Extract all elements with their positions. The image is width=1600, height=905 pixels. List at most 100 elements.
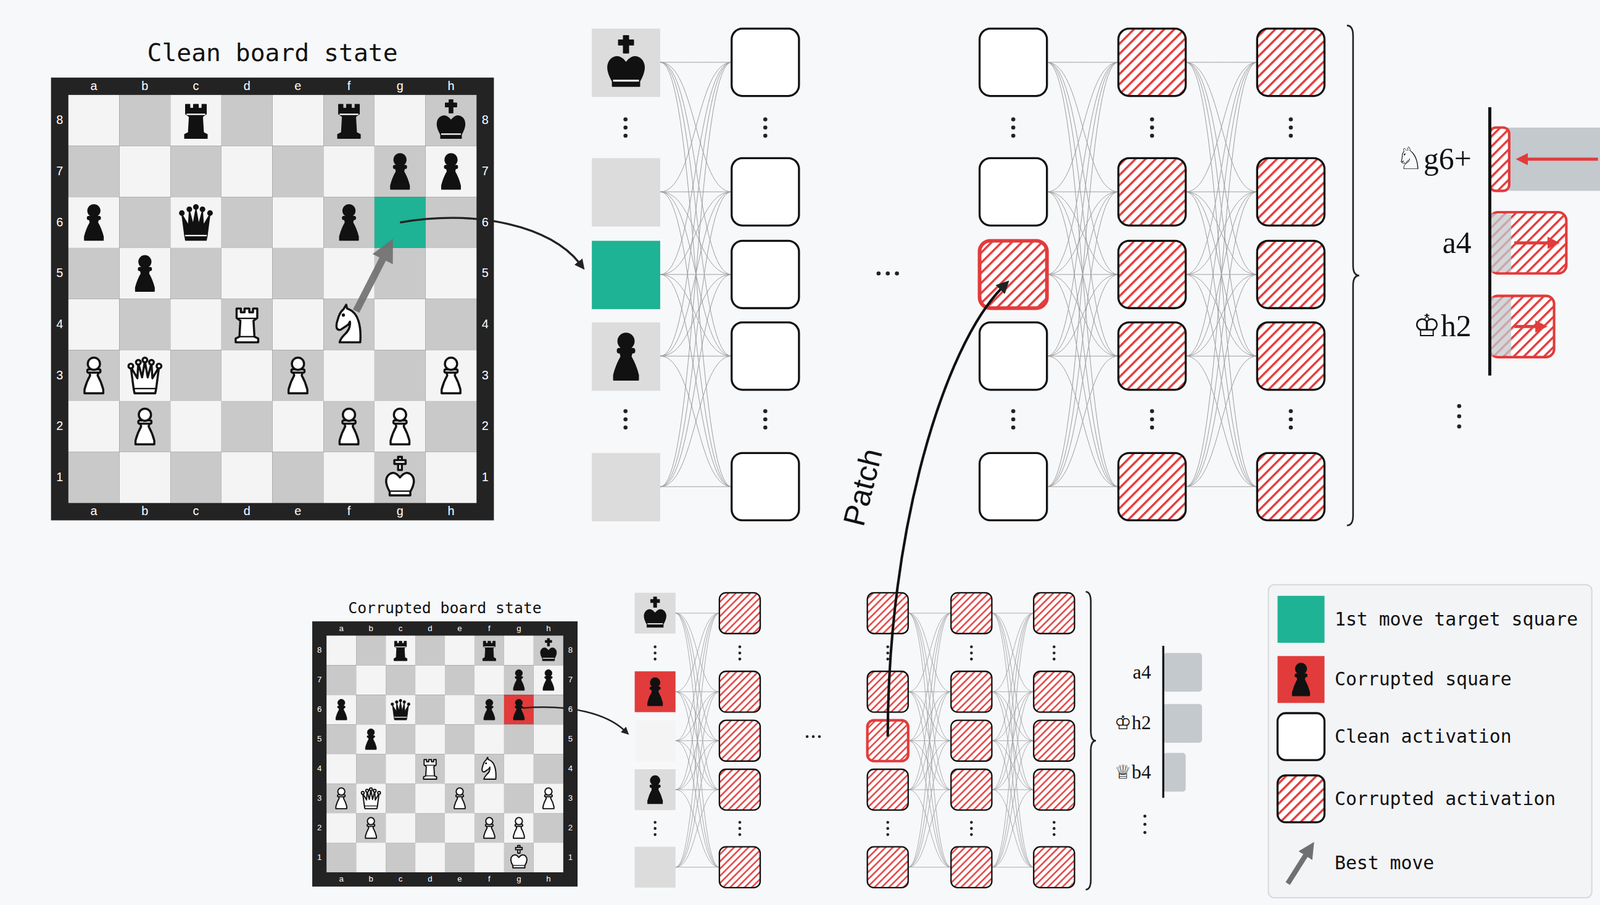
board-square	[323, 299, 375, 351]
board-coordinate: 8	[481, 114, 489, 127]
board-coordinate: h	[546, 624, 551, 633]
weight-line	[660, 486, 732, 487]
board-square	[356, 842, 386, 873]
piece-shape	[543, 796, 555, 809]
board-coordinate: 8	[56, 114, 63, 127]
piece-detail	[237, 317, 257, 320]
chess-piece	[390, 408, 410, 445]
weight-line	[908, 613, 951, 692]
corrupted-activation	[1256, 452, 1325, 521]
weight-line	[660, 191, 732, 487]
input-token	[591, 322, 661, 392]
weight-line	[675, 789, 720, 868]
weight-line	[1047, 62, 1119, 487]
board-coordinate: g	[516, 624, 521, 633]
chess-piece	[335, 787, 347, 809]
weight-line	[1185, 356, 1258, 357]
piece-shape	[644, 609, 666, 627]
logit-bar	[1489, 297, 1512, 356]
ellipsis-dot	[1150, 425, 1155, 431]
piece-shape	[545, 640, 553, 643]
piece-shape	[377, 791, 381, 795]
piece-shape	[485, 817, 493, 825]
ellipsis-dot	[623, 117, 628, 122]
piece-shape	[138, 255, 152, 268]
board-square	[533, 813, 564, 843]
weight-line	[660, 62, 732, 487]
board-square	[170, 95, 222, 147]
weight-line	[1185, 356, 1258, 487]
weight-line	[1047, 191, 1119, 275]
board-square	[356, 754, 386, 784]
weight-line	[991, 691, 1034, 741]
weight-line	[1185, 191, 1258, 487]
corrupted-activation	[719, 671, 761, 713]
ellipsis-dot	[763, 125, 768, 130]
board-panel: Corrupted board state	[312, 599, 578, 887]
weight-line	[991, 613, 1034, 692]
piece-shape	[515, 847, 523, 851]
weight-line	[1047, 191, 1119, 487]
ellipsis-dot	[763, 409, 768, 414]
chess-piece	[365, 817, 377, 839]
chess-piece	[288, 357, 308, 394]
brace	[1086, 591, 1097, 890]
board-coordinate: 2	[568, 823, 573, 832]
board-coordinate: d	[243, 505, 251, 518]
board-square	[68, 248, 120, 300]
ellipsis-dot	[1456, 424, 1462, 429]
board-square	[504, 665, 534, 695]
ellipsis-dot	[763, 417, 768, 422]
legend-panel	[1268, 584, 1592, 899]
ellipsis-dot	[1143, 815, 1147, 819]
chess-piece	[543, 787, 555, 809]
legend-color	[1277, 596, 1325, 643]
piece-detail	[339, 113, 358, 115]
board-square	[323, 146, 375, 198]
piece-detail	[613, 79, 640, 82]
board-square	[385, 694, 416, 725]
ellipsis-dot	[763, 133, 768, 139]
board-coordinate: f	[347, 80, 352, 93]
piece-shape	[399, 699, 402, 702]
ellipsis-dot	[876, 271, 882, 276]
piece-shape	[647, 689, 663, 706]
ellipsis-dot	[1289, 117, 1294, 122]
weight-line	[1047, 62, 1119, 192]
weight-line	[1047, 274, 1119, 487]
weight-line	[1185, 62, 1258, 275]
board-square	[415, 813, 445, 843]
board-coordinate: 1	[568, 853, 573, 862]
corrupted-activation	[867, 769, 909, 811]
board-square	[533, 635, 564, 666]
chess-piece	[365, 728, 377, 750]
weight-line	[991, 691, 1034, 867]
weight-line	[908, 612, 951, 614]
board-square	[323, 196, 375, 249]
piece-shape	[455, 787, 463, 795]
piece-detail	[484, 762, 487, 765]
ellipsis-dot	[969, 645, 974, 649]
chess-piece	[390, 153, 410, 190]
board-panel: Clean board state	[51, 38, 495, 521]
piece-shape	[647, 786, 663, 804]
weight-line	[660, 62, 732, 275]
weight-line	[675, 613, 720, 868]
ellipsis-dot	[886, 821, 890, 825]
board-square	[415, 754, 445, 784]
board-square	[272, 248, 324, 300]
weight-line	[908, 691, 951, 741]
logit-bar	[1163, 704, 1203, 743]
board-square	[444, 665, 475, 695]
weight-line	[908, 613, 951, 790]
board-square	[474, 694, 505, 725]
ellipsis-dot	[1011, 125, 1016, 130]
corrupted-activation	[1033, 847, 1075, 888]
piece-shape	[365, 737, 377, 750]
weight-lines	[1185, 62, 1258, 487]
piece-shape	[184, 104, 208, 139]
weight-line	[675, 613, 720, 868]
weight-line	[908, 613, 951, 742]
piece-shape	[445, 103, 457, 107]
weight-line	[991, 613, 1034, 692]
